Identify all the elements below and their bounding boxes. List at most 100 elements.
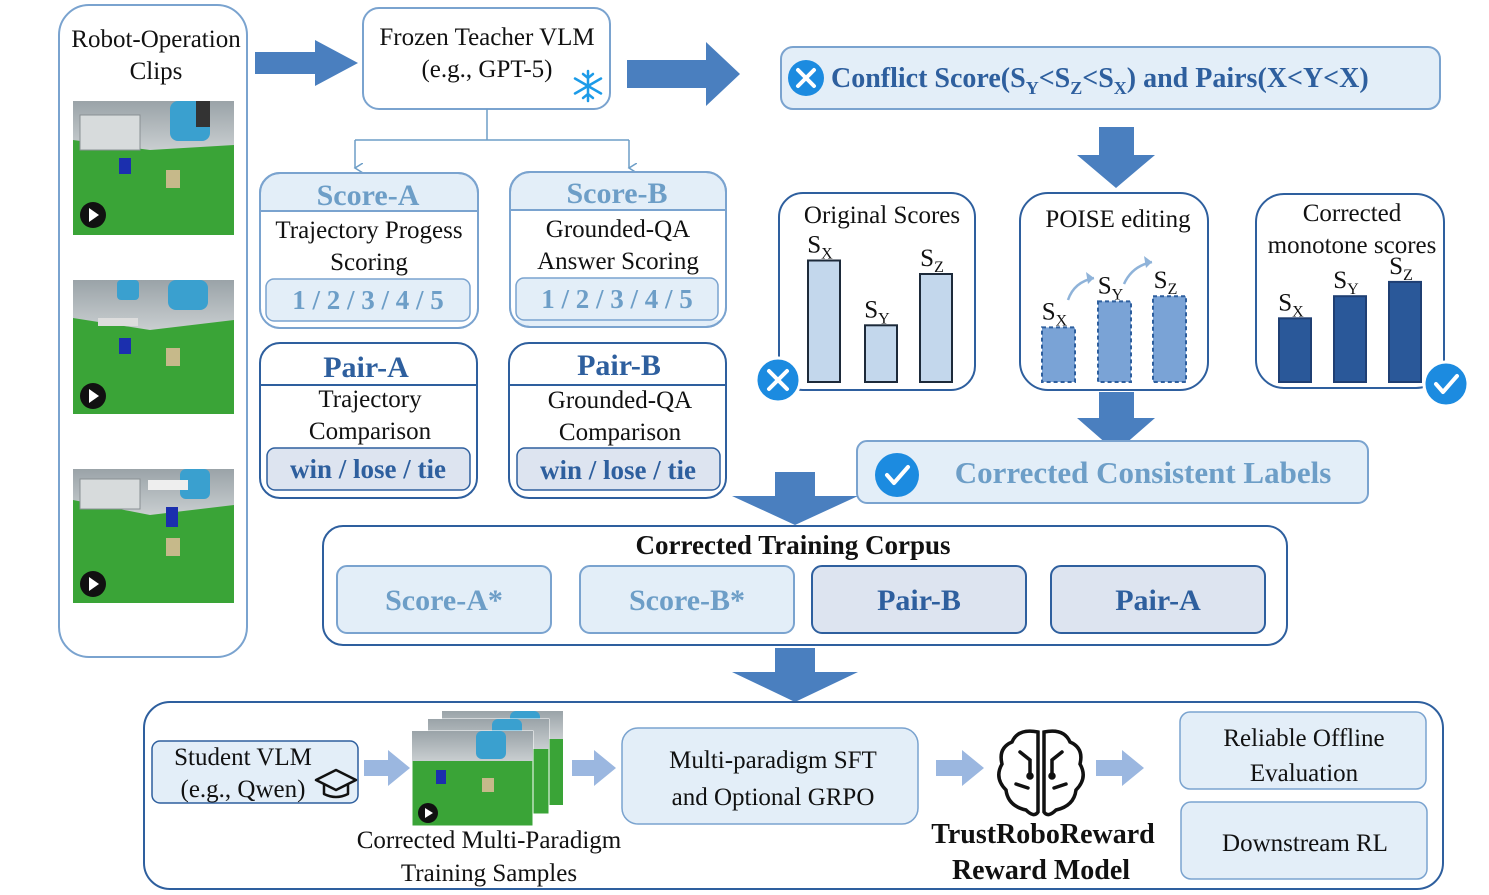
- pair-a-options-chip: [266, 447, 471, 491]
- score-bar-z: [1152, 295, 1187, 384]
- pair-b-title: Pair-B: [577, 349, 661, 382]
- score-bar-x: [1041, 326, 1076, 383]
- clips-panel: Robot-Operation Clips: [58, 4, 248, 658]
- pair-b-line1: Grounded-QA: [548, 387, 692, 414]
- samples-line1: Corrected Multi-Paradigm: [357, 827, 622, 854]
- score-bar-label: SZ: [1154, 267, 1178, 298]
- corpus-item-label: Score-A*: [385, 584, 503, 617]
- corpus-item-pair-a: Pair-A: [1050, 565, 1266, 634]
- score-a-line2: Scoring: [330, 249, 408, 276]
- reward-model-line1: TrustRoboReward: [931, 819, 1155, 850]
- x-badge-icon: [788, 60, 824, 96]
- pair-a-title: Pair-A: [323, 351, 409, 384]
- score-bar-z: [1388, 280, 1422, 383]
- student-line2: (e.g., Qwen): [181, 776, 306, 803]
- score-bar-x: [807, 259, 841, 383]
- pair-a-options: win / lose / tie: [290, 454, 446, 484]
- arrow-into-corpus: [732, 472, 858, 525]
- snowflake-icon: [573, 69, 603, 103]
- score-b-line1: Grounded-QA: [546, 216, 690, 243]
- score-bar-x: [1278, 317, 1312, 383]
- pair-b-options: win / lose / tie: [540, 455, 696, 485]
- score-a-scale: 1 / 2 / 3 / 4 / 5: [292, 285, 444, 315]
- teacher-line1: Frozen Teacher VLM: [379, 24, 594, 51]
- arrow-corpus-to-bottom: [732, 648, 858, 702]
- score-b-scale: 1 / 2 / 3 / 4 / 5: [541, 284, 693, 314]
- conflict-text: Conflict Score(SY<SZ<SX) and Pairs(X<Y<X…: [831, 63, 1369, 98]
- training-pipeline-panel: Student VLM (e.g., Qwen) Co: [143, 701, 1444, 890]
- samples-line2: Training Samples: [401, 860, 577, 887]
- teacher-line2: (e.g., GPT-5): [421, 56, 552, 83]
- score-bar-label: SY: [864, 296, 890, 327]
- corpus-item-score-b: Score-B*: [579, 565, 795, 634]
- corrected-title-line2: monotone scores: [1268, 232, 1437, 259]
- score-b-line2: Answer Scoring: [537, 248, 699, 275]
- play-icon[interactable]: [80, 571, 106, 597]
- score-a-title: Score-A: [317, 179, 420, 212]
- score-bar-label: SY: [1333, 267, 1359, 298]
- score-bar-y: [864, 324, 898, 383]
- arrow-light: [572, 750, 616, 786]
- score-bar-label: SZ: [920, 245, 944, 276]
- consistent-labels-text: Corrected Consistent Labels: [955, 455, 1332, 490]
- play-icon[interactable]: [80, 383, 106, 409]
- student-vlm-box: Student VLM (e.g., Qwen): [151, 740, 359, 804]
- brain-icon: [997, 729, 1085, 817]
- original-scores-bars: SX SY SZ: [807, 232, 953, 383]
- score-a-scale-chip: [265, 278, 471, 322]
- original-scores-title: Original Scores: [804, 202, 960, 229]
- score-bar-z: [919, 273, 953, 383]
- arrow-clips-to-teacher: [255, 40, 358, 86]
- play-icon[interactable]: [418, 803, 438, 823]
- play-icon[interactable]: [80, 202, 106, 228]
- graduation-cap-icon: [314, 768, 358, 799]
- training-samples-thumbnails: [411, 711, 563, 827]
- score-bar-label: SY: [1098, 272, 1124, 303]
- score-bar-y: [1333, 295, 1367, 384]
- student-line1: Student VLM: [174, 744, 312, 771]
- video-clip-2[interactable]: [73, 280, 234, 414]
- corpus-item-label: Pair-A: [1115, 584, 1201, 617]
- corpus-item-label: Score-B*: [629, 584, 745, 617]
- sft-line2: and Optional GRPO: [672, 784, 875, 811]
- poise-title: POISE editing: [1045, 206, 1191, 233]
- score-bar-label: SZ: [1389, 253, 1413, 284]
- reward-model-line2: Reward Model: [952, 855, 1130, 886]
- offline-eval-box: Reliable Offline Evaluation: [1179, 711, 1427, 790]
- arrow-light: [1096, 750, 1144, 786]
- pair-b-options-chip: [516, 447, 721, 491]
- training-corpus-panel: Corrected Training Corpus Score-A* Score…: [322, 525, 1288, 646]
- poise-panel: POISE editing SX SY SZ: [1019, 192, 1209, 391]
- arrow-light: [936, 750, 984, 786]
- video-clip-1[interactable]: [73, 101, 234, 235]
- downstream-rl-box: Downstream RL: [1180, 801, 1428, 880]
- corrected-scores-panel: Corrected monotone scores SX SY SZ: [1255, 193, 1470, 408]
- check-badge-icon: [1422, 360, 1470, 408]
- corpus-item-label: Pair-B: [877, 584, 961, 617]
- corpus-item-score-a: Score-A*: [336, 565, 552, 634]
- score-bar-label: SX: [1278, 289, 1304, 320]
- pair-b-box: Pair-B Grounded-QA Comparison win / lose…: [508, 342, 727, 499]
- downstream-rl-text: Downstream RL: [1222, 830, 1388, 857]
- arrow-conflict-to-poise: [1077, 127, 1155, 188]
- arrow-teacher-to-conflict: [627, 42, 740, 106]
- score-b-title: Score-B: [566, 177, 667, 210]
- score-a-line1: Trajectory Progess: [275, 217, 462, 244]
- conflict-banner: Conflict Score(SY<SZ<SX) and Pairs(X<Y<X…: [780, 46, 1441, 110]
- corrected-scores-bars: SX SY SZ: [1278, 253, 1422, 384]
- check-badge-icon: [875, 453, 919, 497]
- score-b-scale-chip: [515, 277, 719, 321]
- score-a-box: Score-A Trajectory Progess Scoring 1 / 2…: [259, 172, 479, 329]
- arrow-poise-to-labels: [1077, 392, 1155, 452]
- sft-line1: Multi-paradigm SFT: [669, 747, 877, 774]
- score-bar-label: SX: [807, 232, 833, 263]
- x-badge-icon: [754, 356, 802, 404]
- video-clip-3[interactable]: [73, 469, 234, 603]
- consistent-labels-banner: Corrected Consistent Labels: [856, 440, 1369, 504]
- corrected-title-line1: Corrected: [1303, 200, 1402, 227]
- score-bar-label: SX: [1042, 298, 1068, 329]
- pair-b-line2: Comparison: [559, 419, 682, 446]
- offline-eval-line1: Reliable Offline: [1223, 725, 1384, 752]
- clips-title-line1: Robot-Operation: [71, 26, 241, 53]
- clips-title-line2: Clips: [130, 58, 183, 85]
